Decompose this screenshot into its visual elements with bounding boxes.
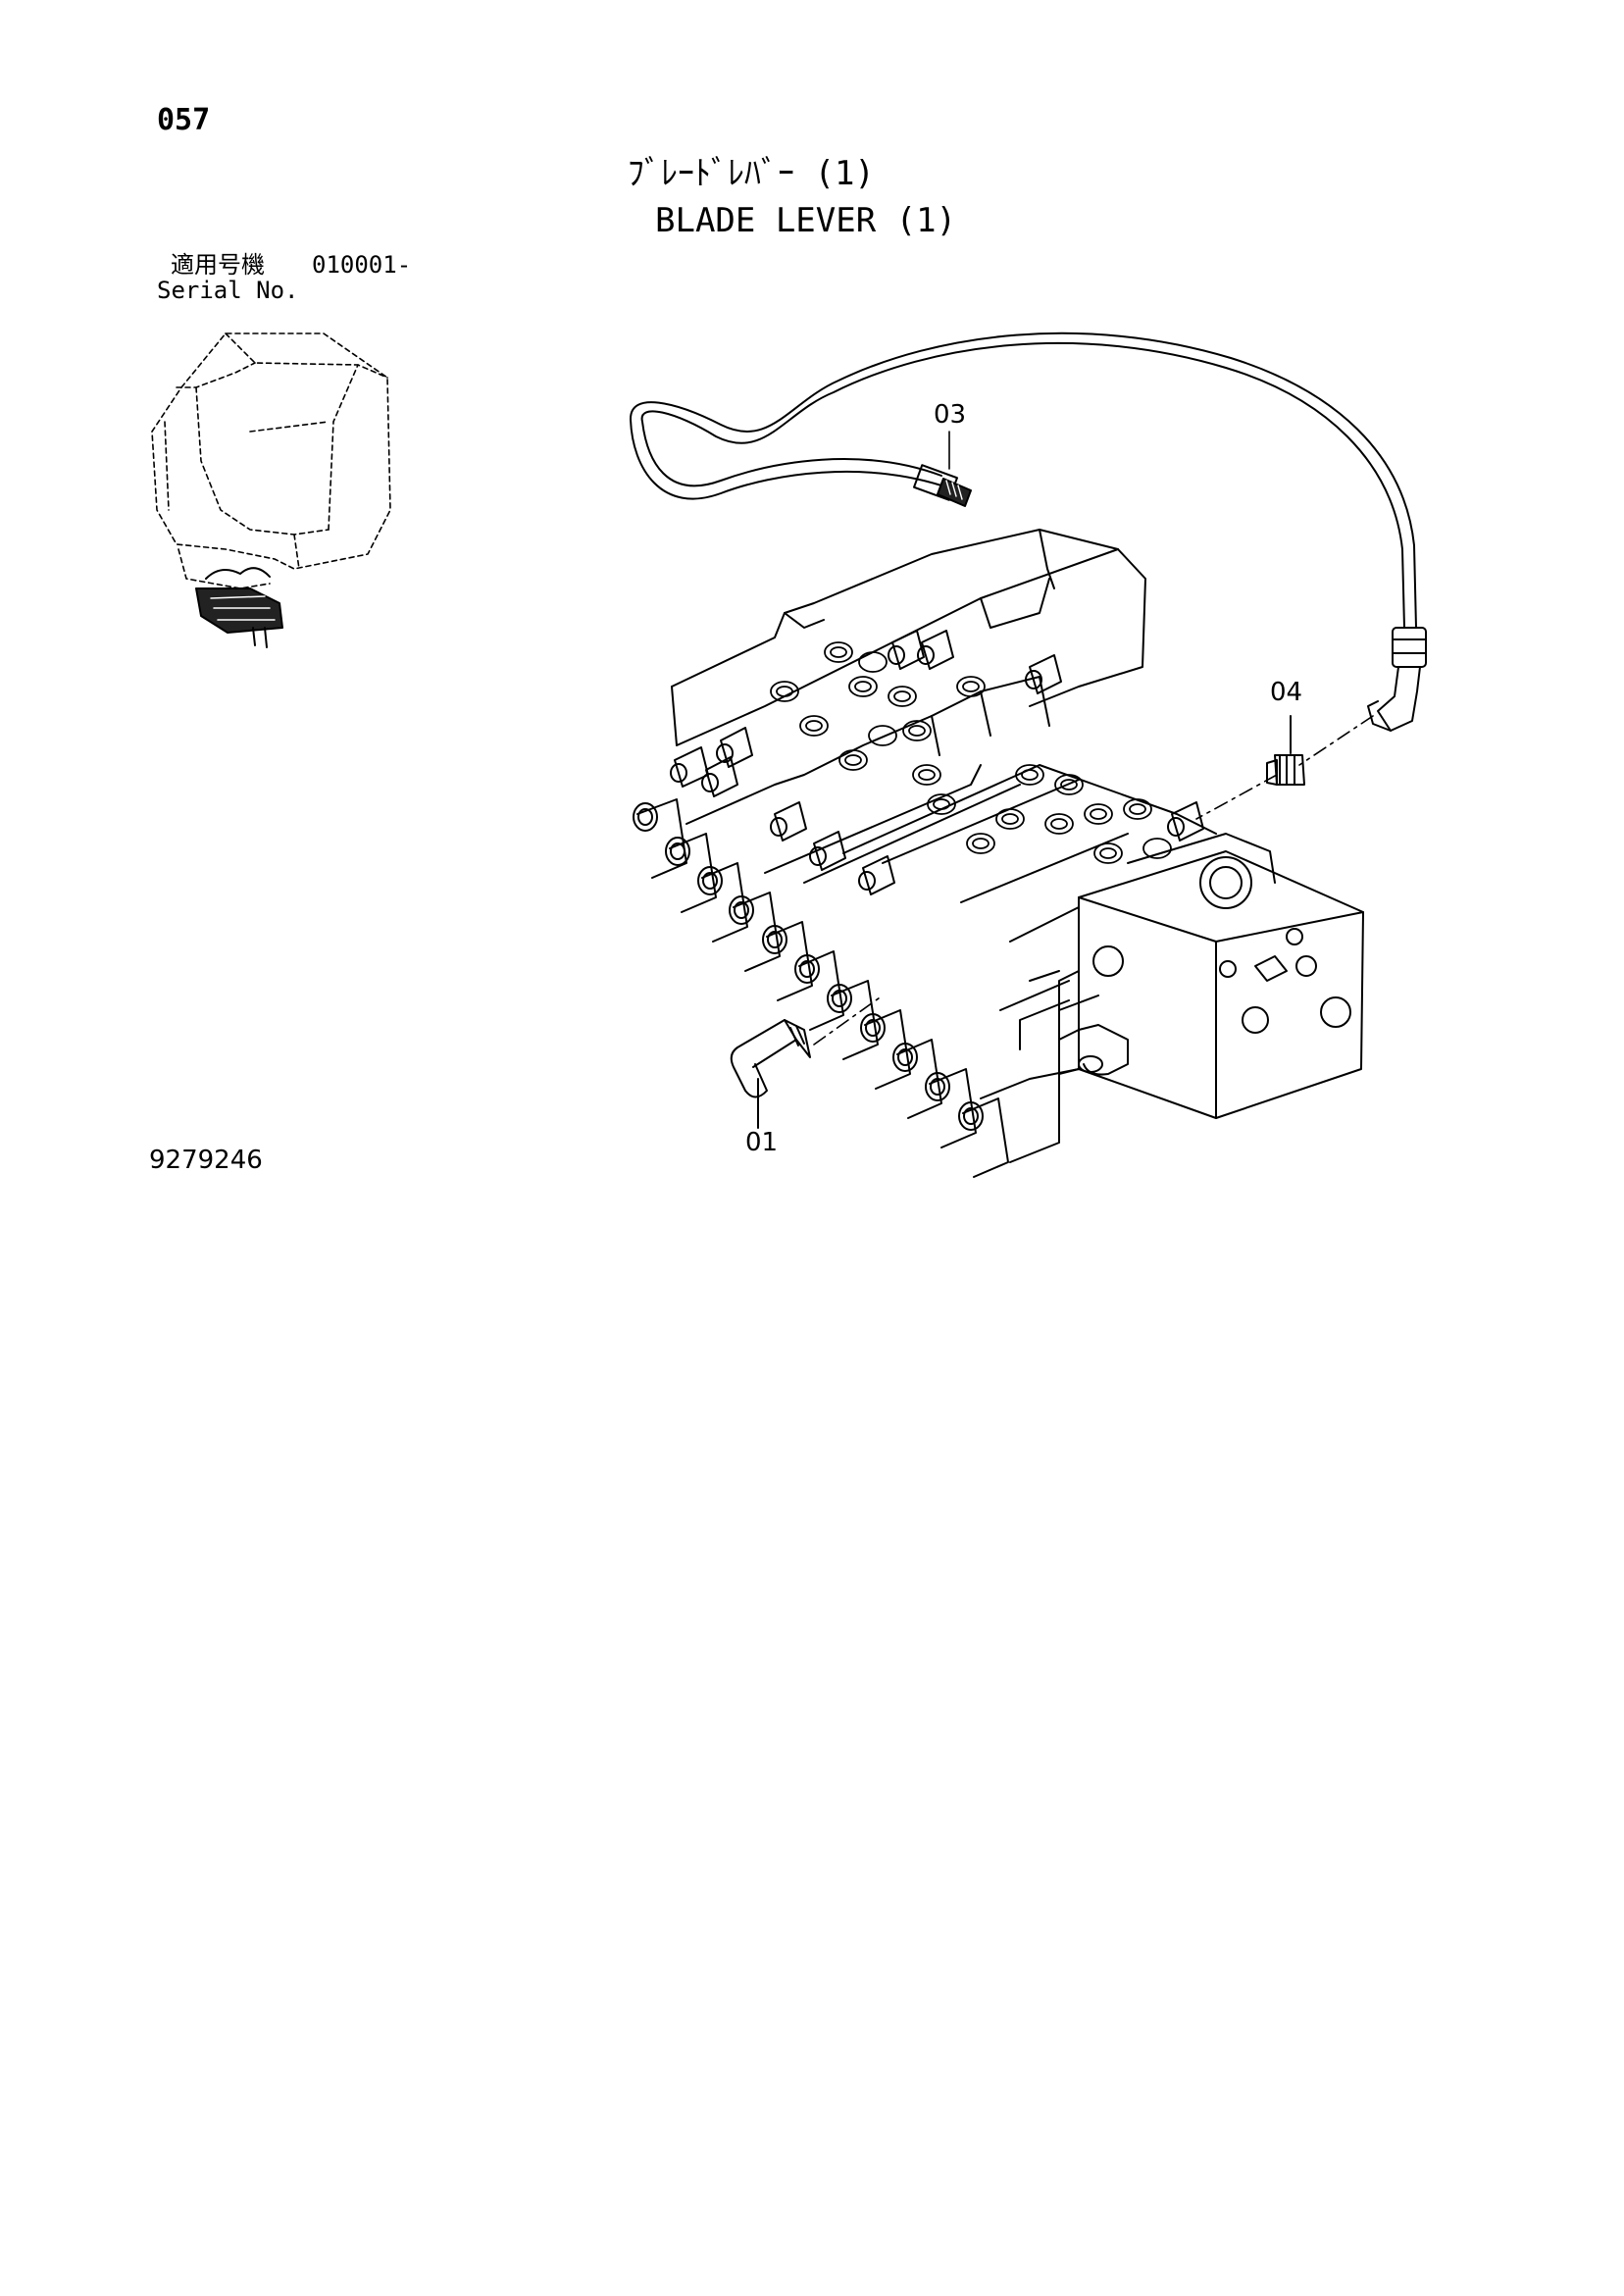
- adapter-04: [1266, 715, 1305, 786]
- page-number: 057: [157, 103, 211, 137]
- callout-04: 04: [1270, 678, 1303, 707]
- page-title: BLADE LEVER (1): [655, 201, 957, 240]
- serial-label-japanese: 適用号機: [171, 251, 265, 279]
- page-title-japanese: ﾌﾞﾚｰﾄﾞﾚﾊﾞｰ (1): [628, 154, 875, 193]
- hose-03: [629, 332, 1427, 732]
- drawing-number: 9279246: [149, 1146, 263, 1175]
- callout-03: 03: [934, 400, 967, 430]
- elbow-fitting-01: [730, 1019, 811, 1129]
- callout-01: 01: [745, 1128, 779, 1157]
- locator-valve-highlight: [195, 567, 283, 648]
- serial-range: 010001-: [312, 251, 412, 279]
- locator-cab-outline: [151, 332, 391, 589]
- control-valve: [633, 529, 1364, 1178]
- serial-label: Serial No.: [157, 277, 299, 304]
